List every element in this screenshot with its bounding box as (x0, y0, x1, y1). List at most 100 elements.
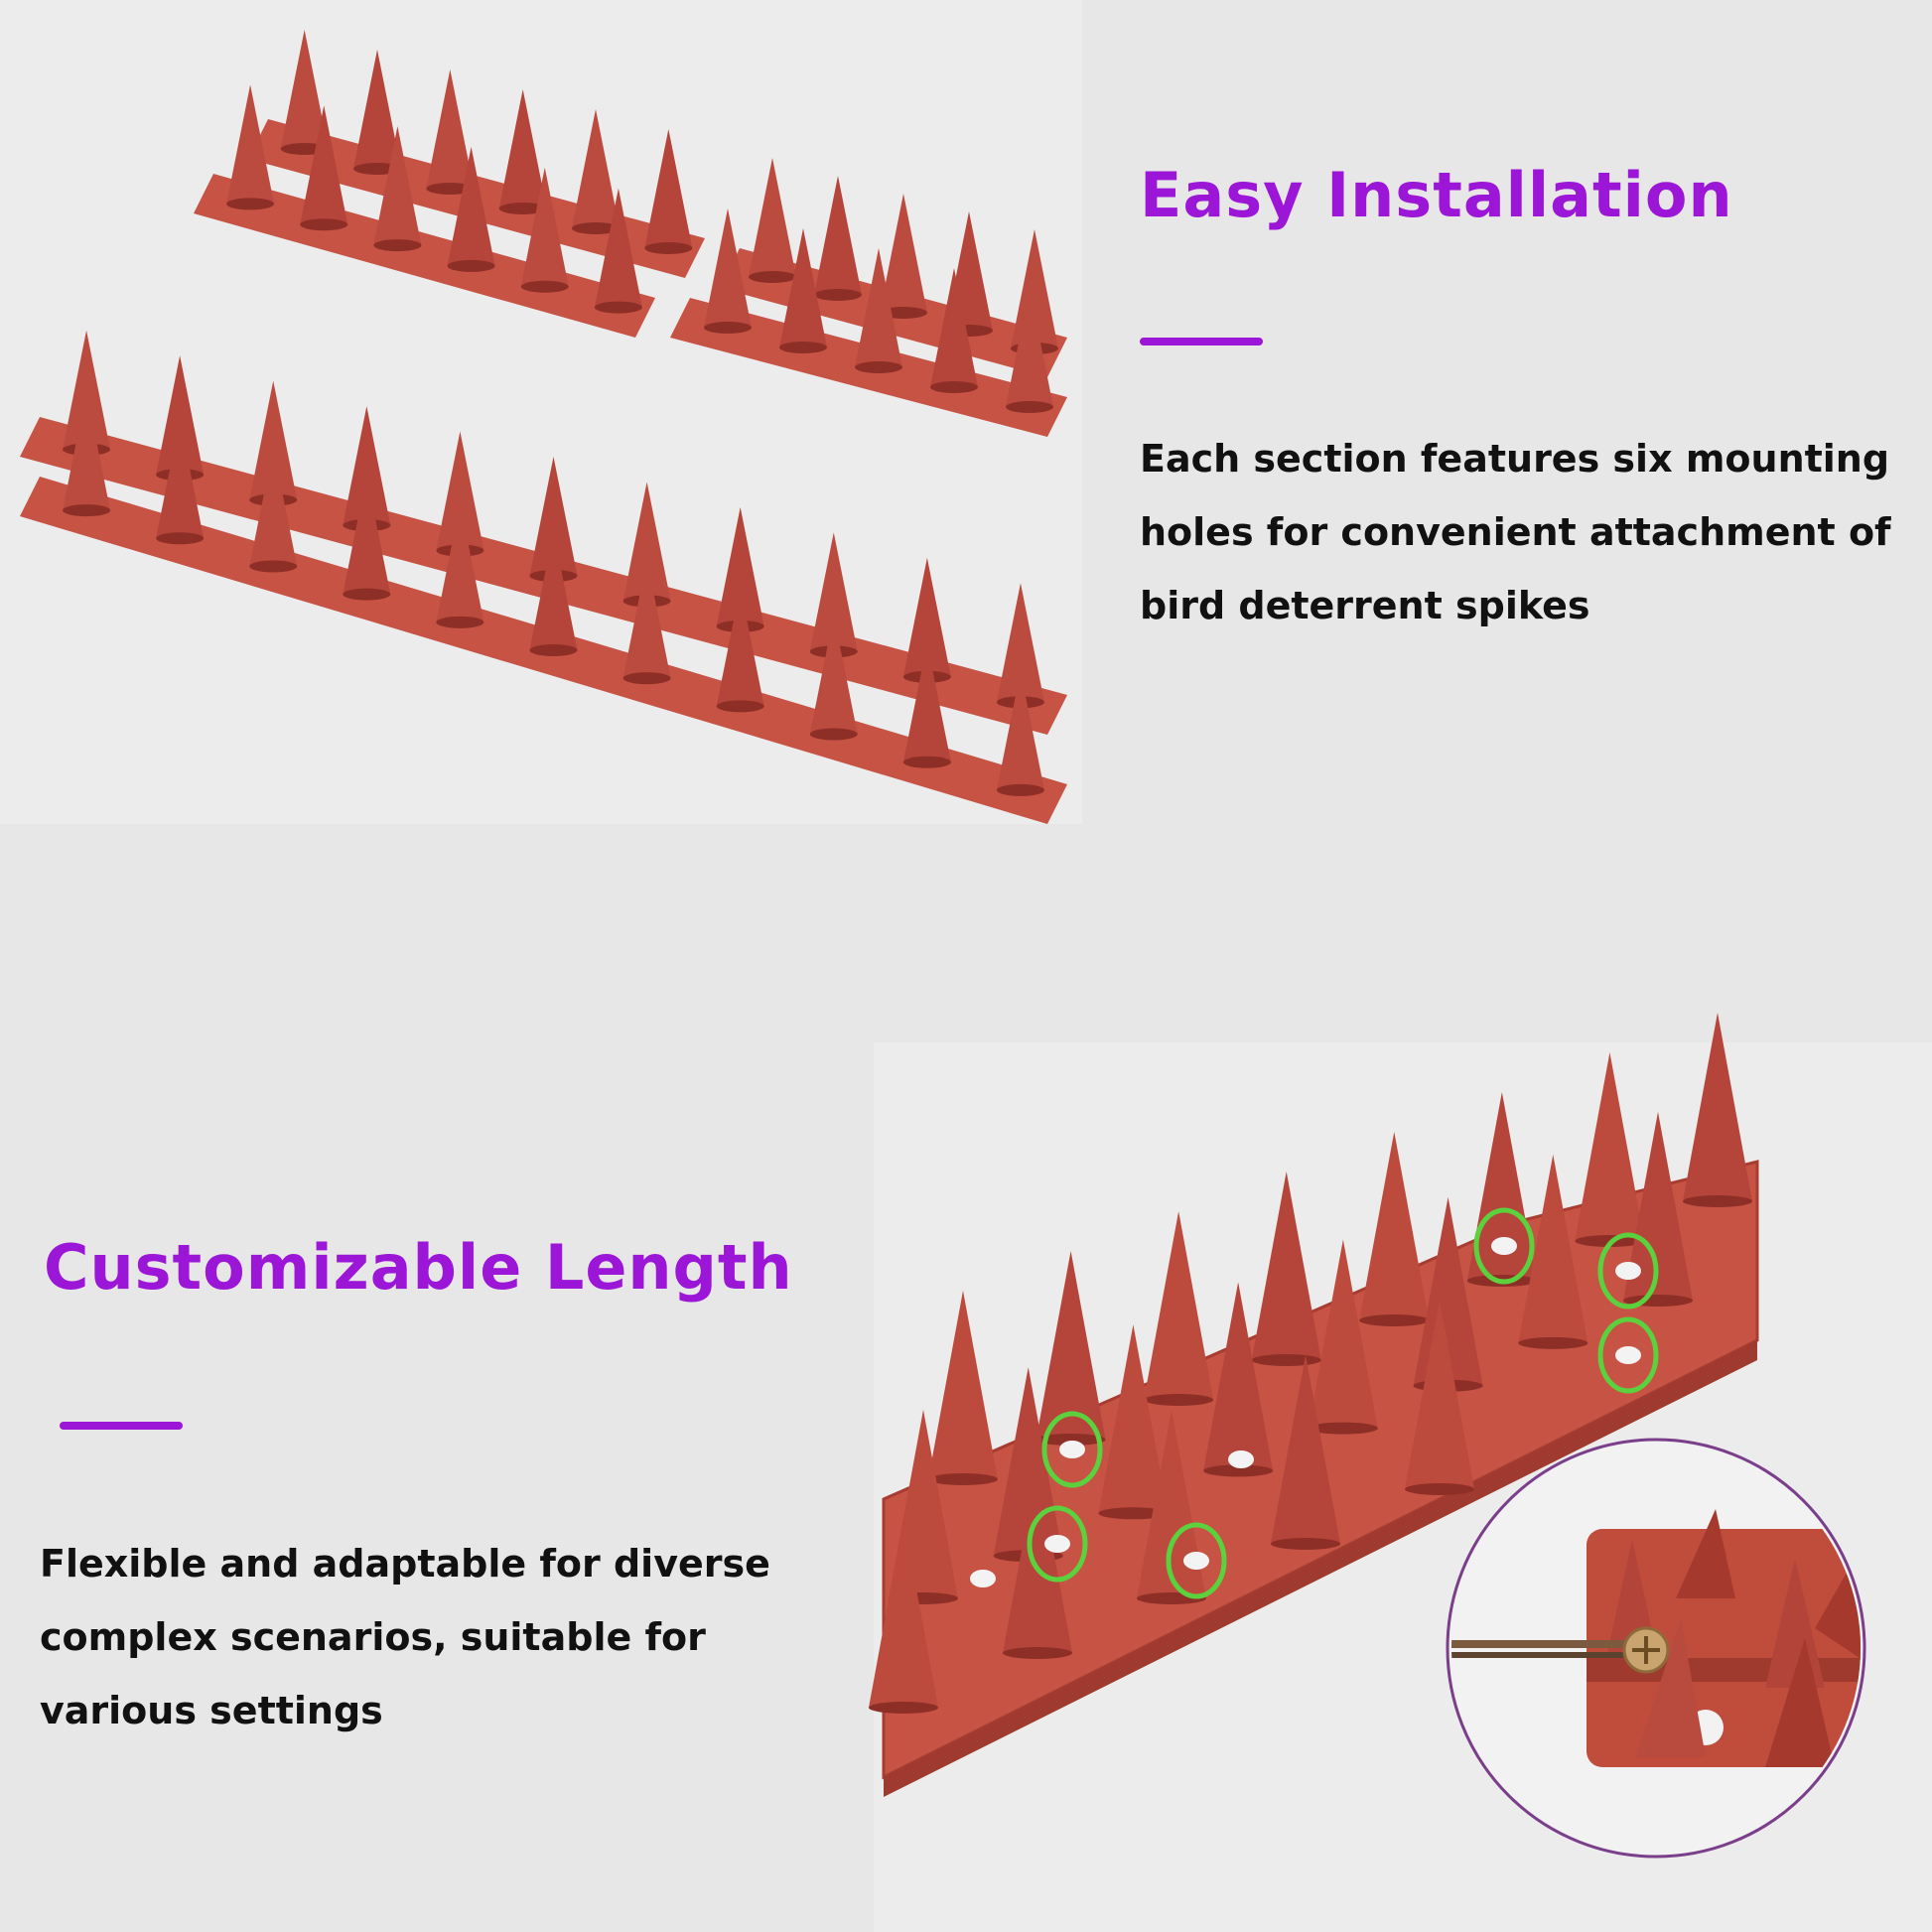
easy-installation-line-3: bird deterrent spikes (1140, 584, 1590, 627)
spike-cone (529, 531, 578, 650)
mounting-hole (970, 1570, 996, 1587)
spike-cone-base (749, 271, 796, 283)
green-highlight-ring (1027, 1505, 1088, 1583)
spike-cone (1006, 288, 1053, 407)
spike-cone (644, 129, 693, 248)
spike-cone-base (1035, 1434, 1106, 1446)
spike-cone (373, 126, 422, 246)
spike-cone (1011, 229, 1058, 348)
spike-cone-base (572, 222, 620, 234)
spike-cone (436, 502, 484, 622)
spike-cone (809, 615, 858, 735)
spike-cone (1137, 1410, 1206, 1598)
customizable-length-line-3: various settings (40, 1689, 383, 1732)
spike-cone (622, 482, 671, 602)
spike-cone (996, 670, 1044, 790)
spike-cone (520, 167, 569, 287)
spike-cone-base (1144, 1394, 1214, 1406)
spike-cone (529, 457, 578, 576)
spike-cone (749, 158, 796, 277)
spike-cone (436, 431, 484, 551)
spike-cone (1035, 1251, 1106, 1440)
spike-cone (1308, 1239, 1378, 1429)
green-highlight-ring (1473, 1207, 1535, 1285)
spike-cone-base (814, 289, 862, 301)
mounting-hole (1059, 1441, 1085, 1458)
spike-cone-base (704, 322, 752, 334)
mounting-hole (1228, 1450, 1254, 1468)
spike-cone-base (436, 616, 484, 628)
spike-cone-base (622, 672, 671, 685)
spike-cone (353, 50, 401, 169)
spike-cone (779, 228, 827, 347)
spike-cone-base (930, 381, 978, 393)
green-highlight-circles (1027, 1207, 1659, 1599)
easy-installation-line-1: Each section features six mounting (1140, 437, 1890, 481)
spike-cone (63, 391, 111, 511)
bird-spike-strip-closeup-image (869, 1013, 1759, 1797)
spike-cone-base (373, 239, 422, 252)
spike-cone-base (869, 1702, 938, 1714)
customizable-length-divider (60, 1422, 183, 1430)
spike-cone (156, 355, 205, 476)
spike-cone (447, 146, 495, 266)
spike-cone-base (447, 259, 495, 272)
spike-cone (300, 105, 348, 225)
spike-cone (594, 188, 642, 308)
spike-cone-base (300, 218, 348, 231)
spike-cone (280, 30, 329, 149)
spike-cone (156, 419, 205, 539)
spike-cone-base (426, 183, 475, 195)
spike-cone (814, 176, 862, 295)
spike-cone-base (594, 301, 642, 314)
spike-cone (1683, 1013, 1752, 1201)
spike-cone-base (1098, 1507, 1169, 1520)
spike-cone (1098, 1324, 1169, 1514)
spike-cone (1251, 1172, 1321, 1360)
spike-cone (855, 248, 902, 367)
spike-cone (1575, 1052, 1645, 1241)
spike-cone (902, 557, 951, 677)
spike-cone-base (855, 361, 902, 373)
spike-cone-base (1683, 1195, 1752, 1207)
spike-cone-base (520, 280, 569, 293)
spike-cone (704, 208, 752, 328)
spike-cone (880, 194, 927, 313)
mounting-hole (1615, 1346, 1641, 1364)
spike-cone (498, 89, 547, 208)
spike-cone-base (1251, 1354, 1321, 1366)
spike-cone-base (1359, 1314, 1430, 1326)
mounting-hole (1615, 1262, 1641, 1280)
spike-cone (809, 532, 858, 652)
spike-cone (1518, 1154, 1588, 1343)
spike-cone-base (343, 588, 391, 601)
easy-installation-description: Each section features six mounting holes… (1140, 422, 1891, 642)
spike-cone-base (1405, 1483, 1474, 1495)
spike-cone-base (928, 1473, 998, 1485)
green-highlight-ring (1166, 1522, 1227, 1599)
spike-cone (930, 268, 978, 387)
spike-cone (1003, 1464, 1072, 1653)
spike-cone (1413, 1196, 1483, 1386)
spike-cone-base (996, 783, 1044, 796)
spike-cone (226, 84, 275, 205)
spike-cone (1405, 1301, 1474, 1489)
spike-cone (572, 109, 620, 228)
spike-cone (902, 642, 951, 762)
mounting-hole (1044, 1535, 1070, 1553)
spike-cone-base (1203, 1464, 1274, 1477)
spike-cone-base (644, 242, 693, 254)
spike-cone-base (1308, 1422, 1378, 1435)
spike-cone-base (1518, 1336, 1588, 1349)
green-highlight-ring (1597, 1232, 1659, 1310)
green-highlight-ring (1597, 1316, 1659, 1394)
spike-cone-base (498, 203, 547, 214)
green-highlight-ring (1041, 1411, 1103, 1488)
spike-cone-base (1006, 401, 1053, 413)
customizable-length-description: Flexible and adaptable for diverse compl… (40, 1527, 770, 1747)
easy-installation-divider (1140, 338, 1263, 345)
spike-strip-edge (884, 1340, 1757, 1797)
spike-cone (622, 559, 671, 679)
spike-cone (1359, 1132, 1430, 1320)
spike-cone (1623, 1112, 1693, 1301)
